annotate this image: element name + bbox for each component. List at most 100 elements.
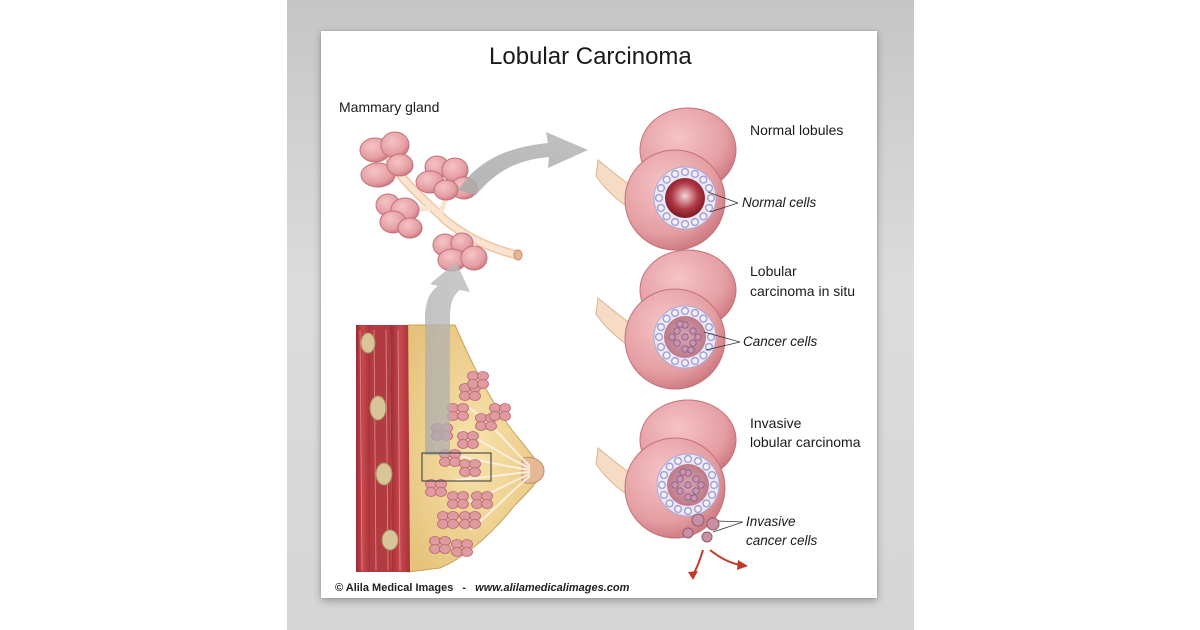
invasion-arrow-left xyxy=(692,549,704,576)
invasive-lobule-diagram xyxy=(595,399,748,580)
breast-lobule xyxy=(467,371,489,389)
leader-lines xyxy=(703,191,744,533)
epithelial-cell xyxy=(656,342,666,352)
epithelial-cell xyxy=(709,480,719,490)
curved-arrow-right xyxy=(458,132,588,195)
label-lcis-line1: Lobular xyxy=(750,263,797,279)
epithelial-cell xyxy=(659,470,669,480)
epithelial-cell xyxy=(680,167,690,177)
cancer-cell xyxy=(673,327,681,335)
epithelial-cell-ring xyxy=(654,167,716,229)
epithelial-cell xyxy=(654,193,664,203)
epithelial-cell xyxy=(704,183,714,193)
epithelial-cell xyxy=(662,175,671,184)
cancer-cell xyxy=(676,320,684,328)
breast-lobule xyxy=(451,539,473,557)
cancer-cell xyxy=(681,345,689,353)
zoom-box xyxy=(421,452,492,482)
epithelial-cell xyxy=(670,308,680,318)
epithelial-cell xyxy=(702,499,711,508)
epithelial-cell xyxy=(693,456,703,466)
cancer-cell xyxy=(684,493,692,501)
epithelial-cell xyxy=(702,462,711,471)
breast-lobule xyxy=(425,479,447,497)
cancer-cell xyxy=(690,494,698,502)
cancer-cell xyxy=(679,468,687,476)
epithelial-cell xyxy=(683,506,693,516)
epithelial-cell xyxy=(699,351,708,360)
epithelial-cell xyxy=(707,490,717,500)
epithelial-cell xyxy=(699,314,708,323)
cancer-cell xyxy=(687,346,695,354)
epithelial-cell xyxy=(704,322,714,332)
epithelial-cell xyxy=(680,219,690,229)
epithelial-cell xyxy=(662,314,671,323)
epithelial-cell xyxy=(673,456,683,466)
cancer-cell-cluster xyxy=(671,468,705,502)
lcis-lobule-diagram xyxy=(595,249,737,390)
breast-lobule xyxy=(437,511,459,529)
epithelial-cell xyxy=(656,183,666,193)
epithelial-cell xyxy=(670,356,680,366)
epithelial-cell xyxy=(690,217,700,227)
breast-lobule xyxy=(429,536,451,554)
epithelial-cell xyxy=(693,504,703,514)
breast-lobule xyxy=(457,431,479,449)
footer-credit: © Alila Medical Images - www.alilamedica… xyxy=(335,582,629,594)
breast-lobule xyxy=(459,511,481,529)
footer-url: www.alilamedicalimages.com xyxy=(475,582,630,594)
epithelial-cell xyxy=(665,462,674,471)
epithelial-cell-ring xyxy=(657,454,719,516)
label-invasive-cells-line2: cancer cells xyxy=(746,533,818,548)
epithelial-cell xyxy=(659,490,669,500)
breast-lobule xyxy=(489,403,511,421)
cancer-cell xyxy=(692,475,700,483)
breast-lobule-clusters xyxy=(425,371,511,557)
footer-separator: - xyxy=(462,582,467,594)
label-mammary-gland: Mammary gland xyxy=(339,99,440,115)
cancer-cell xyxy=(668,333,676,341)
footer-copyright: © Alila Medical Images xyxy=(335,582,454,594)
normal-lobule-diagram xyxy=(595,107,737,251)
epithelial-cell xyxy=(699,175,708,184)
epithelial-cell xyxy=(665,499,674,508)
poster-title: Lobular Carcinoma xyxy=(489,43,692,70)
epithelial-cell xyxy=(707,470,717,480)
epithelial-cell xyxy=(706,193,716,203)
epithelial-cell xyxy=(690,169,700,179)
cancer-cell xyxy=(684,481,692,489)
cancer-cell-cluster xyxy=(668,320,702,354)
label-ilc-line1: Invasive xyxy=(750,415,802,431)
epithelial-cell xyxy=(699,212,708,221)
epithelial-cell xyxy=(670,169,680,179)
cancer-cell xyxy=(676,487,684,495)
cancer-cell xyxy=(676,475,684,483)
epithelial-cell xyxy=(690,356,700,366)
cancer-cell xyxy=(671,481,679,489)
breast-cross-section xyxy=(356,262,545,573)
breast-lobule xyxy=(459,459,481,477)
epithelial-cell xyxy=(657,480,667,490)
cancer-cell xyxy=(689,327,697,335)
cancer-cell xyxy=(681,333,689,341)
epithelial-cell xyxy=(690,308,700,318)
epithelial-cell xyxy=(683,454,693,464)
epithelial-cell-ring xyxy=(654,306,716,368)
epithelial-cell xyxy=(680,306,690,316)
epithelial-cell xyxy=(670,217,680,227)
label-normal-cells: Normal cells xyxy=(742,195,817,210)
cancer-cell xyxy=(689,339,697,347)
invasive-escaping-cells xyxy=(682,513,720,543)
epithelial-cell xyxy=(680,358,690,368)
invasion-arrow-right xyxy=(709,549,741,566)
label-cancer-cells: Cancer cells xyxy=(743,334,818,349)
cancer-cell xyxy=(697,481,705,489)
cancer-cell xyxy=(694,333,702,341)
label-lcis-line2: carcinoma in situ xyxy=(750,283,856,299)
epithelial-cell xyxy=(673,504,683,514)
cancer-cell xyxy=(692,487,700,495)
epithelial-cell xyxy=(662,212,671,221)
label-ilc-line2: lobular carcinoma xyxy=(750,434,861,450)
